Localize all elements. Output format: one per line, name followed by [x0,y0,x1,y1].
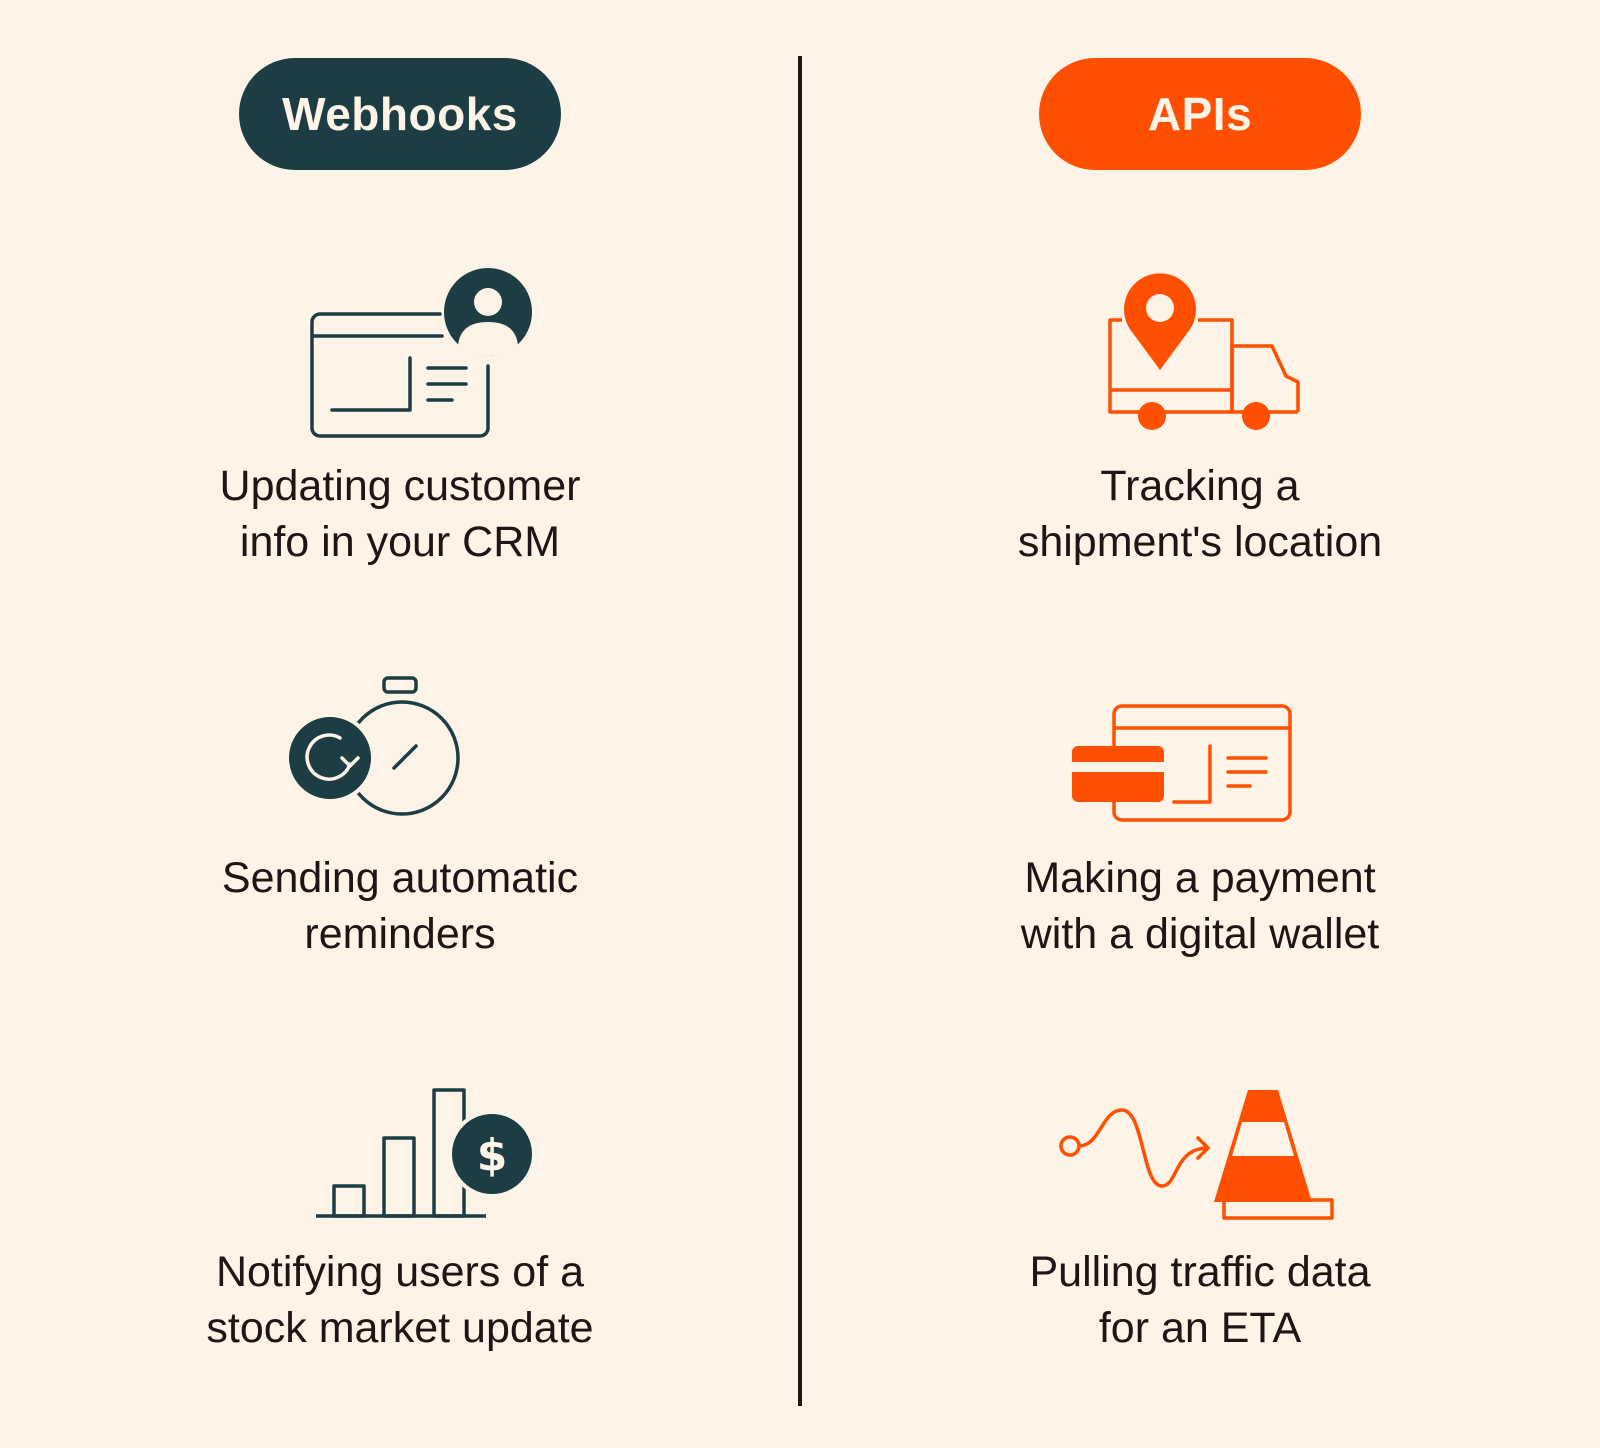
webhooks-header-pill: Webhooks [239,58,561,170]
svg-text:$: $ [477,1130,508,1181]
credit-card-window-icon [1072,704,1292,822]
apis-item-traffic-label: Pulling traffic data for an ETA [1029,1248,1371,1352]
webhooks-item-reminders-label: Sending automatic reminders [221,854,579,958]
apis-header-pill: APIs [1039,58,1361,170]
crm-window-user-icon [310,268,532,438]
webhooks-title: Webhooks [282,88,518,140]
stopwatch-refresh-icon [285,676,460,816]
column-divider [798,56,802,1406]
truck-location-pin-icon [1108,273,1300,430]
webhooks-item-crm-label: Updating customer info in your CRM [219,462,581,566]
apis-item-shipment-label: Tracking a shipment's location [1017,462,1383,566]
apis-item-payment-label: Making a payment with a digital wallet [1020,854,1380,958]
route-traffic-cone-icon [1059,1090,1334,1220]
webhooks-item-stock-label: Notifying users of a stock market update [206,1248,594,1352]
apis-title: APIs [1147,88,1253,140]
bar-chart-dollar-icon: $ [316,1088,536,1218]
